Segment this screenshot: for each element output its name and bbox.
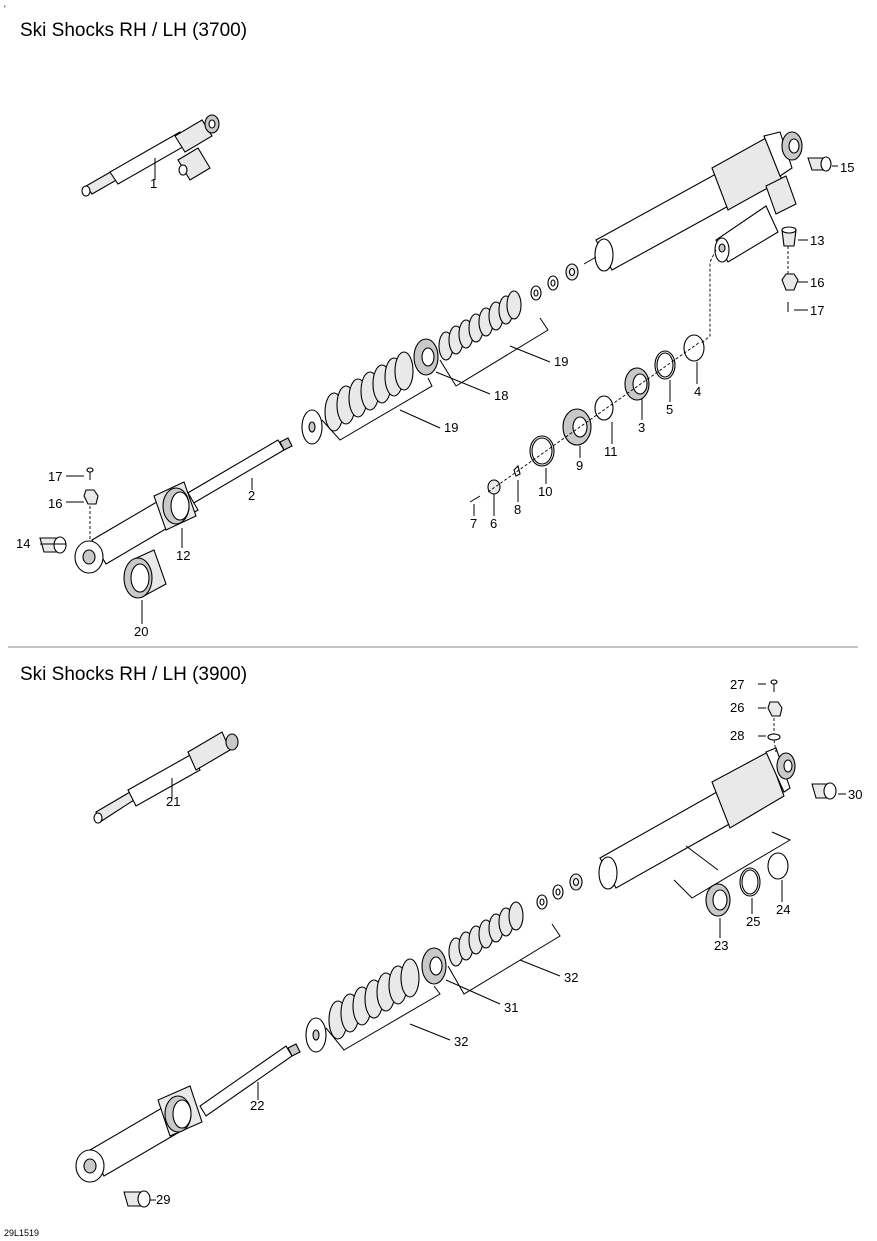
callout-29: 29 (156, 1192, 170, 1207)
piston-rod-3700 (185, 437, 293, 505)
spring-cup-3900 (305, 1017, 327, 1053)
callout-28: 28 (730, 728, 744, 743)
shock-body-3700 (594, 131, 803, 272)
callout-2: 2 (248, 488, 255, 503)
rod-hardware-3700 (530, 263, 579, 301)
callout-12: 12 (176, 548, 190, 563)
callout-19-upper: 19 (554, 354, 568, 369)
bumper-3700 (123, 549, 167, 599)
callout-15: 15 (840, 160, 854, 175)
callout-18: 18 (494, 388, 508, 403)
callout-4: 4 (694, 384, 701, 399)
callout-17: 17 (48, 469, 62, 484)
rod-hardware-3900 (536, 873, 583, 910)
drawing-code: 29L1519 (4, 1228, 39, 1238)
lower-spring-3900 (328, 958, 420, 1040)
rod-end-3700 (74, 481, 199, 574)
callout-32-lower: 32 (454, 1034, 468, 1049)
callout-22: 22 (250, 1098, 264, 1113)
callout-10: 10 (538, 484, 552, 499)
callout-5: 5 (666, 402, 673, 417)
callout-32-upper: 32 (564, 970, 578, 985)
callout-11: 11 (604, 444, 618, 459)
callout-19-lower: 19 (444, 420, 458, 435)
callout-23: 23 (714, 938, 728, 953)
upper-spring-3700 (438, 290, 522, 361)
callout-7: 7 (470, 516, 477, 531)
section-title-3900: Ski Shocks RH / LH (3900) (20, 664, 247, 685)
callout-16: 16 (48, 496, 62, 511)
callout-30: 30 (848, 787, 862, 802)
thumbnail-shock-3900 (93, 731, 239, 824)
upper-spring-3900 (448, 901, 524, 967)
section-title-3700: Ski Shocks RH / LH (3700) (20, 20, 247, 41)
rod-end-3900 (75, 1085, 203, 1183)
callout-1: 1 (150, 176, 157, 191)
bolt-nut-3700-left (83, 467, 99, 540)
callout-9: 9 (576, 458, 583, 473)
callout-16-right: 16 (810, 275, 824, 290)
reservoir-parts-3900 (705, 852, 789, 917)
right-hardware-3900 (767, 679, 837, 800)
callout-25: 25 (746, 914, 760, 929)
callout-17-right: 17 (810, 303, 824, 318)
lower-spring-3700 (324, 351, 414, 432)
spring-seat-3900 (421, 947, 447, 985)
callout-13: 13 (810, 233, 824, 248)
spring-cup-3700 (301, 409, 323, 445)
callout-21: 21 (166, 794, 180, 809)
shock-body-3900 (598, 747, 796, 890)
callout-8: 8 (514, 502, 521, 517)
bushing-3900-left (123, 1190, 151, 1208)
callout-31: 31 (504, 1000, 518, 1015)
callout-27: 27 (730, 677, 744, 692)
piston-rod-3900 (199, 1043, 301, 1117)
callout-24: 24 (776, 902, 790, 917)
bushing-3700-left (39, 536, 67, 554)
callout-6: 6 (490, 516, 497, 531)
callout-3: 3 (638, 420, 645, 435)
thumbnail-shock-3700 (81, 114, 220, 197)
spring-seat-3700 (413, 338, 439, 376)
callout-20: 20 (134, 624, 148, 639)
reservoir-piston-parts-3700 (469, 334, 705, 503)
corner-mark: ' (4, 4, 6, 14)
callout-14: 14 (16, 536, 30, 551)
callout-26: 26 (730, 700, 744, 715)
right-hardware-3700 (781, 156, 832, 312)
